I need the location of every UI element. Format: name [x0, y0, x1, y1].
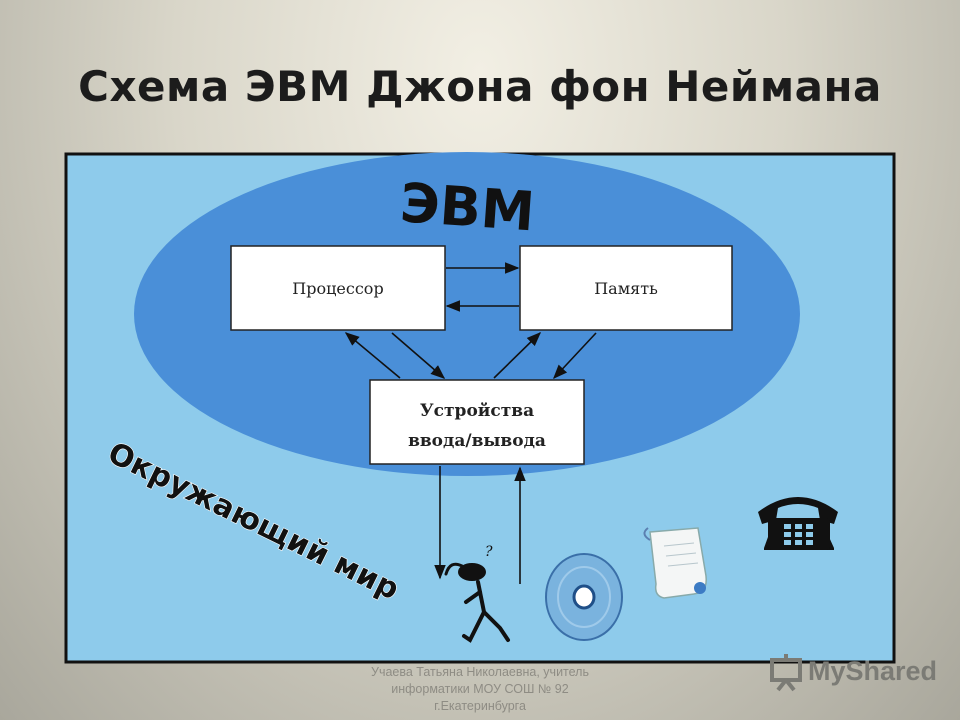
presentation-icon: [770, 654, 802, 692]
thinking-question-mark: ?: [485, 544, 493, 560]
io-devices-box: [369, 379, 585, 465]
computer-ellipse: [134, 152, 800, 476]
arrow-processor-to-io: [391, 332, 446, 379]
watermark-logo: MyShared: [768, 652, 937, 696]
footer-credit: Учаева Татьяна Николаевна, учитель инфор…: [330, 664, 630, 715]
watermark-text: MyShared: [808, 656, 938, 686]
computer-label: ЭВМ: [398, 171, 537, 243]
person-icon: [444, 562, 510, 643]
phone-icon: [758, 497, 838, 550]
page-title: Схема ЭВМ Джона фон Неймана: [78, 62, 882, 111]
arrow-memory-to-io: [553, 332, 597, 380]
arrows: [344, 262, 597, 584]
memory-label: Память: [594, 279, 658, 298]
footer-line-2: информатики МОУ СОШ № 92: [391, 682, 569, 696]
processor-label: Процессор: [292, 279, 383, 298]
io-label-line1: Устройства: [420, 401, 534, 421]
arrow-io-to-memory: [493, 331, 542, 379]
disc-icon: [545, 553, 623, 641]
memory-box: [519, 245, 733, 331]
arrow-io-to-processor: [344, 332, 401, 379]
footer-line-1: Учаева Татьяна Николаевна, учитель: [371, 665, 589, 679]
footer-line-3: г.Екатеринбурга: [434, 699, 526, 713]
io-label-line2: ввода/вывода: [408, 431, 546, 451]
processor-box: [230, 245, 446, 331]
scroll-icon: [643, 527, 707, 599]
